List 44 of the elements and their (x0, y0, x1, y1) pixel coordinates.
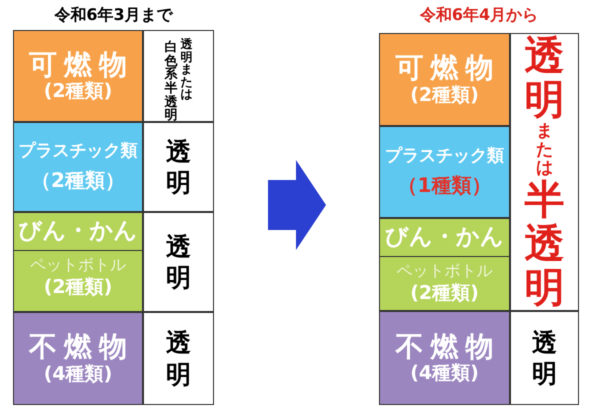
category-name: びん・かん (14, 213, 142, 251)
bag-type-text: 透明 (532, 326, 557, 390)
category-name: ペットボトル (396, 262, 492, 280)
category-cell (379, 311, 510, 405)
category-count: (2種類) (410, 283, 479, 306)
category-cell (379, 218, 510, 311)
category-cell (13, 312, 143, 405)
category-name: 不燃物 (29, 331, 134, 364)
bag-type-cell (510, 33, 579, 311)
category-count: （1種類） (398, 174, 492, 198)
category-name: プラスチック類 (18, 142, 138, 162)
category-name: プラスチック類 (385, 146, 504, 166)
table-title: 令和6年3月まで (53, 6, 174, 24)
bag-type-text: 白色系半透明 (164, 41, 178, 123)
category-count: (2種類) (44, 277, 112, 300)
category-count: (2種類) (410, 84, 479, 107)
category-name: ペットボトル (30, 256, 126, 274)
bag-type-cell (143, 212, 214, 312)
bag-type-cell (143, 122, 214, 212)
bag-type-cell (510, 311, 579, 405)
bag-type-cell (143, 30, 214, 122)
category-cell (379, 33, 510, 126)
block-arrow (268, 160, 326, 250)
category-name: 可燃物 (29, 48, 134, 81)
category-cell (13, 212, 143, 312)
bag-type-text: 透明または (180, 38, 192, 101)
category-name: 不燃物 (396, 330, 500, 363)
bag-type-text: 透明 (166, 136, 191, 198)
bag-type-text: または (536, 122, 553, 178)
category-count: (4種類) (44, 364, 112, 386)
category-count: (2種類) (44, 81, 112, 104)
category-name: 可燃物 (396, 52, 500, 85)
table-title: 令和6年4月から (418, 6, 540, 24)
category-cell (379, 126, 510, 218)
category-cell (13, 30, 143, 122)
bag-type-cell (143, 312, 214, 405)
category-count: (4種類) (410, 363, 479, 386)
bag-type-text: 透明 (166, 327, 191, 390)
category-name: びん・かん (380, 219, 509, 257)
category-cell (13, 122, 143, 212)
bag-type-text: 半透明 (524, 178, 564, 310)
bag-type-text: 透明 (524, 34, 564, 122)
bag-type-text: 透明 (166, 230, 191, 294)
category-count: （2種類） (31, 169, 125, 192)
